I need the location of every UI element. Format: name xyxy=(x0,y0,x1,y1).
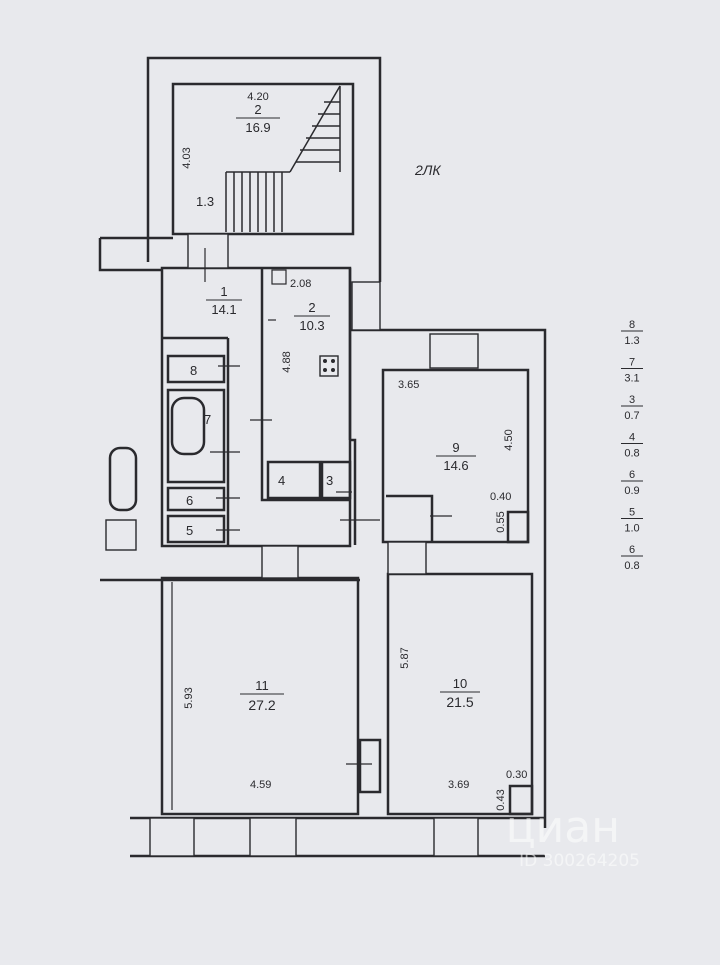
closet-6-outline xyxy=(166,486,226,512)
bath-7-outline xyxy=(166,388,226,484)
legend-number: 3 xyxy=(629,394,635,406)
right-block-outer xyxy=(350,328,547,575)
stair-door xyxy=(187,233,229,269)
legend-number: 6 xyxy=(629,469,635,481)
room-9-window xyxy=(429,333,479,369)
pantry-3-outline xyxy=(320,460,352,500)
room-9-niche-height: 0.55 xyxy=(495,511,507,532)
floor-label: 2ЛК xyxy=(414,162,441,178)
stair-height: 4.03 xyxy=(181,147,193,168)
door-ticks xyxy=(204,248,452,765)
room-9-width: 3.65 xyxy=(398,379,419,391)
hall-area: 14.1 xyxy=(211,302,236,317)
legend-number: 5 xyxy=(629,507,635,519)
room-11-window-1 xyxy=(149,817,195,857)
legend-area: 0.8 xyxy=(624,560,639,572)
kitchen-width: 2.08 xyxy=(290,278,311,290)
closet-5-outline xyxy=(166,514,226,544)
room-10-niche-height: 0.43 xyxy=(495,789,507,810)
room-11-window-2 xyxy=(249,817,297,857)
bathtub-shape xyxy=(170,396,206,456)
room-9-area: 14.6 xyxy=(443,458,468,473)
kitchen-area: 10.3 xyxy=(299,318,324,333)
stair-outer-wall xyxy=(146,56,382,282)
room-10-door xyxy=(387,541,427,575)
room-10-niche xyxy=(508,784,534,816)
legend-area: 0.9 xyxy=(624,485,639,497)
corridor-wall xyxy=(350,438,357,545)
stair-treads xyxy=(225,85,341,232)
kitchen-number: 2 xyxy=(308,300,315,315)
kitchen-height: 4.88 xyxy=(281,351,293,372)
room-9-niche-width: 0.40 xyxy=(490,491,511,503)
room-9-niche xyxy=(506,510,530,544)
legend-area: 1.0 xyxy=(624,523,639,535)
stair-number: 2 xyxy=(254,102,261,117)
watermark-id: ID 300264205 xyxy=(519,851,640,871)
room-10-outline xyxy=(386,572,534,816)
room-10-window xyxy=(433,817,479,857)
stair-landing: 1.3 xyxy=(196,194,214,209)
toilet-number: 8 xyxy=(190,363,197,378)
closet-6-number: 6 xyxy=(186,493,193,508)
room-11-niche xyxy=(358,738,382,794)
stair-width: 4.20 xyxy=(247,91,268,103)
room-9-number: 9 xyxy=(452,440,459,455)
stair-room-outline xyxy=(171,82,355,236)
exterior-fixture xyxy=(108,446,138,512)
legend-area: 0.7 xyxy=(624,410,639,422)
hall-number: 1 xyxy=(220,284,227,299)
legend-number: 7 xyxy=(629,357,635,369)
pantry-4-number: 4 xyxy=(278,473,285,488)
toilet-8-outline xyxy=(166,354,226,384)
room-10-height: 5.87 xyxy=(399,647,411,668)
room-11-height: 5.93 xyxy=(183,687,195,708)
room-10-niche-width: 0.30 xyxy=(506,769,527,781)
room-11-outline xyxy=(160,576,360,816)
stair-area: 16.9 xyxy=(245,120,270,135)
openings xyxy=(105,233,479,857)
sink-icon xyxy=(271,269,287,285)
room-11-area: 27.2 xyxy=(248,697,275,713)
room-11-width: 4.59 xyxy=(250,779,271,791)
room-10-number: 10 xyxy=(453,676,467,691)
kitchen-window xyxy=(351,281,381,331)
entry-stub-wall xyxy=(98,238,162,272)
exterior-box xyxy=(105,519,137,551)
legend-number: 6 xyxy=(629,544,635,556)
kitchen-left-wall xyxy=(260,268,350,502)
pantry-4-outline xyxy=(266,460,322,500)
legend-area: 0.8 xyxy=(624,448,639,460)
legend-number: 4 xyxy=(629,432,635,444)
closet-5-number: 5 xyxy=(186,523,193,538)
legend-number: 8 xyxy=(629,319,635,331)
room-9-height: 4.50 xyxy=(503,429,515,450)
room-11-number: 11 xyxy=(255,678,269,693)
legend-area: 3.1 xyxy=(624,373,639,385)
room-10-width: 3.69 xyxy=(448,779,469,791)
legend-area: 1.3 xyxy=(624,335,639,347)
pantry-3-number: 3 xyxy=(326,473,333,488)
watermark-brand: циан xyxy=(506,802,620,853)
vestibule-wall xyxy=(386,494,434,542)
area-legend: 8 1.3 7 3.1 3 0.7 4 0.8 6 0.9 5 1.0 6 0.8 xyxy=(621,319,643,572)
room-10-area: 21.5 xyxy=(446,694,473,710)
room-11-door xyxy=(261,545,299,579)
bath-number: 7 xyxy=(204,412,211,427)
stove-icon xyxy=(319,355,339,377)
room-9-outline xyxy=(381,368,530,544)
